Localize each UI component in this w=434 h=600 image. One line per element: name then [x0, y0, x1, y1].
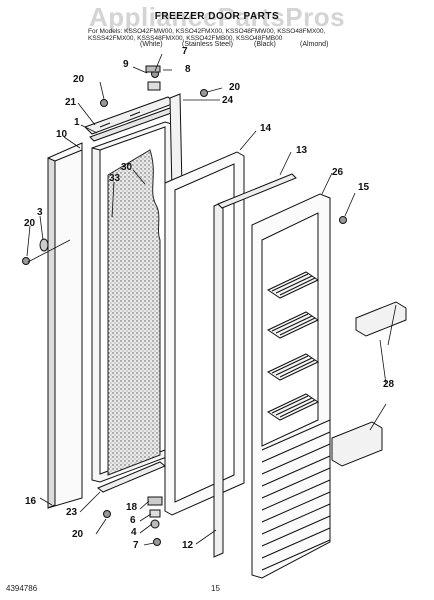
callout-20-left: 20 [24, 218, 36, 229]
callout-9: 9 [123, 59, 129, 70]
callout-14: 14 [260, 123, 272, 134]
model-list: For Models: KSSO42FMW00, KSSO42FMX00, KS… [88, 28, 358, 42]
leader-lines [26, 53, 397, 546]
watermark: AppliancePartsPros [88, 2, 346, 32]
door-shelf-2 [266, 311, 320, 339]
callout-4: 4 [131, 527, 137, 538]
inner-door-liner [251, 193, 331, 579]
callout-18: 18 [126, 502, 138, 513]
callout-20-bottom: 20 [72, 529, 84, 540]
callout-10: 10 [56, 129, 68, 140]
callout-7-top: 7 [182, 46, 188, 57]
bottom-hinge [147, 496, 163, 529]
variant-stainless: (Stainless Steel) [182, 41, 233, 48]
diagram-title: FREEZER DOOR PARTS [154, 11, 280, 22]
shelf-end-cap-lower [331, 421, 383, 467]
door-shelf-4 [266, 393, 320, 421]
callout-26: 26 [332, 167, 344, 178]
trim-strip-12 [213, 201, 224, 558]
callout-15: 15 [358, 182, 370, 193]
callout-12: 12 [182, 540, 194, 551]
callout-23: 23 [66, 507, 78, 518]
callout-8: 8 [185, 64, 191, 75]
model-list-line2: KSSS42FMX00, KSSS48FMX00, KSSO42FMB00, K… [88, 35, 283, 42]
door-shelf-3 [266, 353, 320, 381]
variant-black: (Black) [254, 41, 276, 48]
callout-33: 33 [109, 173, 121, 184]
callout-3: 3 [37, 207, 43, 218]
callout-16: 16 [25, 496, 37, 507]
page-number: 15 [211, 584, 220, 593]
model-list-line1: For Models: KSSO42FMW00, KSSO42FMX00, KS… [88, 28, 326, 35]
callout-30: 30 [121, 162, 133, 173]
callout-6: 6 [130, 515, 136, 526]
callout-7-bottom: 7 [133, 540, 139, 551]
variant-almond: (Almond) [300, 41, 329, 48]
callout-24: 24 [222, 95, 234, 106]
callout-21: 21 [65, 97, 77, 108]
top-hinge [145, 65, 161, 91]
callout-1: 1 [74, 117, 80, 128]
callout-20-top-left: 20 [73, 74, 85, 85]
callout-20-top-right: 20 [229, 82, 241, 93]
callout-28: 28 [383, 379, 395, 390]
document-number: 4394786 [6, 584, 38, 593]
bottom-bracket [97, 461, 166, 493]
variant-white: (White) [140, 41, 163, 48]
foam-insulation [107, 149, 161, 476]
callout-13: 13 [296, 145, 308, 156]
shelf-end-cap-upper [355, 301, 407, 337]
outer-door-panel [47, 142, 83, 509]
door-shelf-1 [266, 271, 320, 299]
trim-strip-13 [217, 173, 297, 209]
door-gasket [164, 151, 245, 516]
hinge-bushing [39, 238, 49, 252]
